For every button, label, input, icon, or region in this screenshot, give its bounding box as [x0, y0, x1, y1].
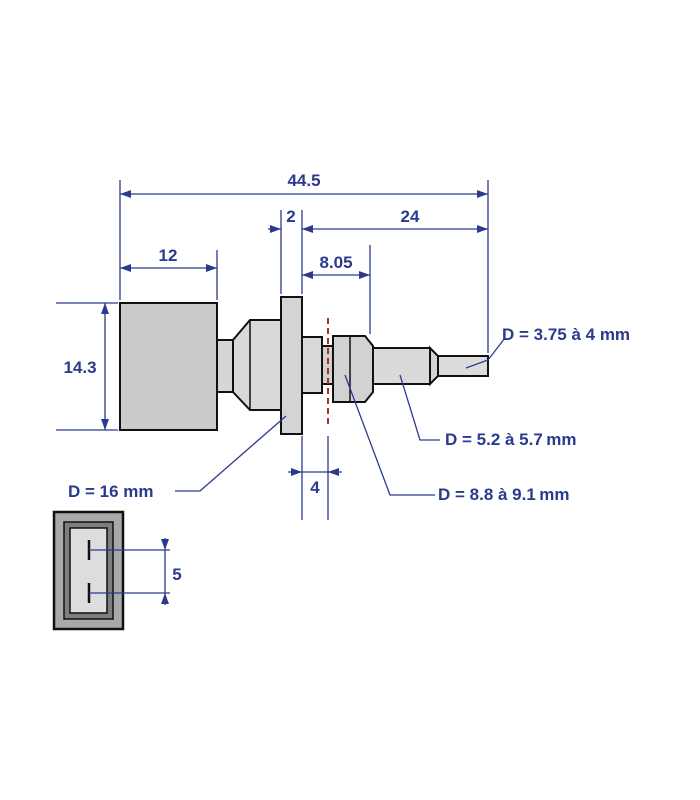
label-flange-thickness: 2 — [286, 207, 295, 226]
probe-tip — [437, 355, 489, 377]
probe-step — [429, 345, 439, 387]
label-shaft-diameter: D = 5.2 à 5.7 mm — [445, 430, 576, 449]
label-flange-diameter: D = 16 mm — [68, 482, 154, 501]
leader-flange — [175, 415, 287, 492]
dimension-lines — [56, 180, 489, 605]
body-neck — [216, 339, 234, 393]
label-probe-length: 24 — [401, 207, 420, 226]
label-overall-length: 44.5 — [287, 171, 320, 190]
body-taper — [232, 319, 282, 411]
label-body-length: 12 — [159, 246, 178, 265]
mounting-flange — [280, 296, 303, 435]
dimension-labels: 44.5 2 24 12 8.05 14.3 4 5 D = 3.75 à 4 … — [63, 171, 630, 584]
leader-shaft — [399, 374, 440, 441]
flange-collar — [301, 336, 323, 394]
sensor-body — [119, 302, 218, 431]
label-nut-diameter: D = 8.8 à 9.1 mm — [438, 485, 569, 504]
leader-tip — [465, 337, 506, 369]
label-tip-diameter: D = 3.75 à 4 mm — [502, 325, 630, 344]
sensor-part — [119, 296, 489, 435]
label-pin-spacing: 5 — [172, 565, 181, 584]
leader-nut — [344, 374, 435, 496]
hex-nut — [332, 335, 374, 403]
label-thread-section: 8.05 — [319, 253, 352, 272]
label-body-height: 14.3 — [63, 358, 96, 377]
leader-lines — [175, 337, 506, 496]
connector-view — [52, 510, 125, 631]
label-shoulder-gap: 4 — [310, 478, 320, 497]
